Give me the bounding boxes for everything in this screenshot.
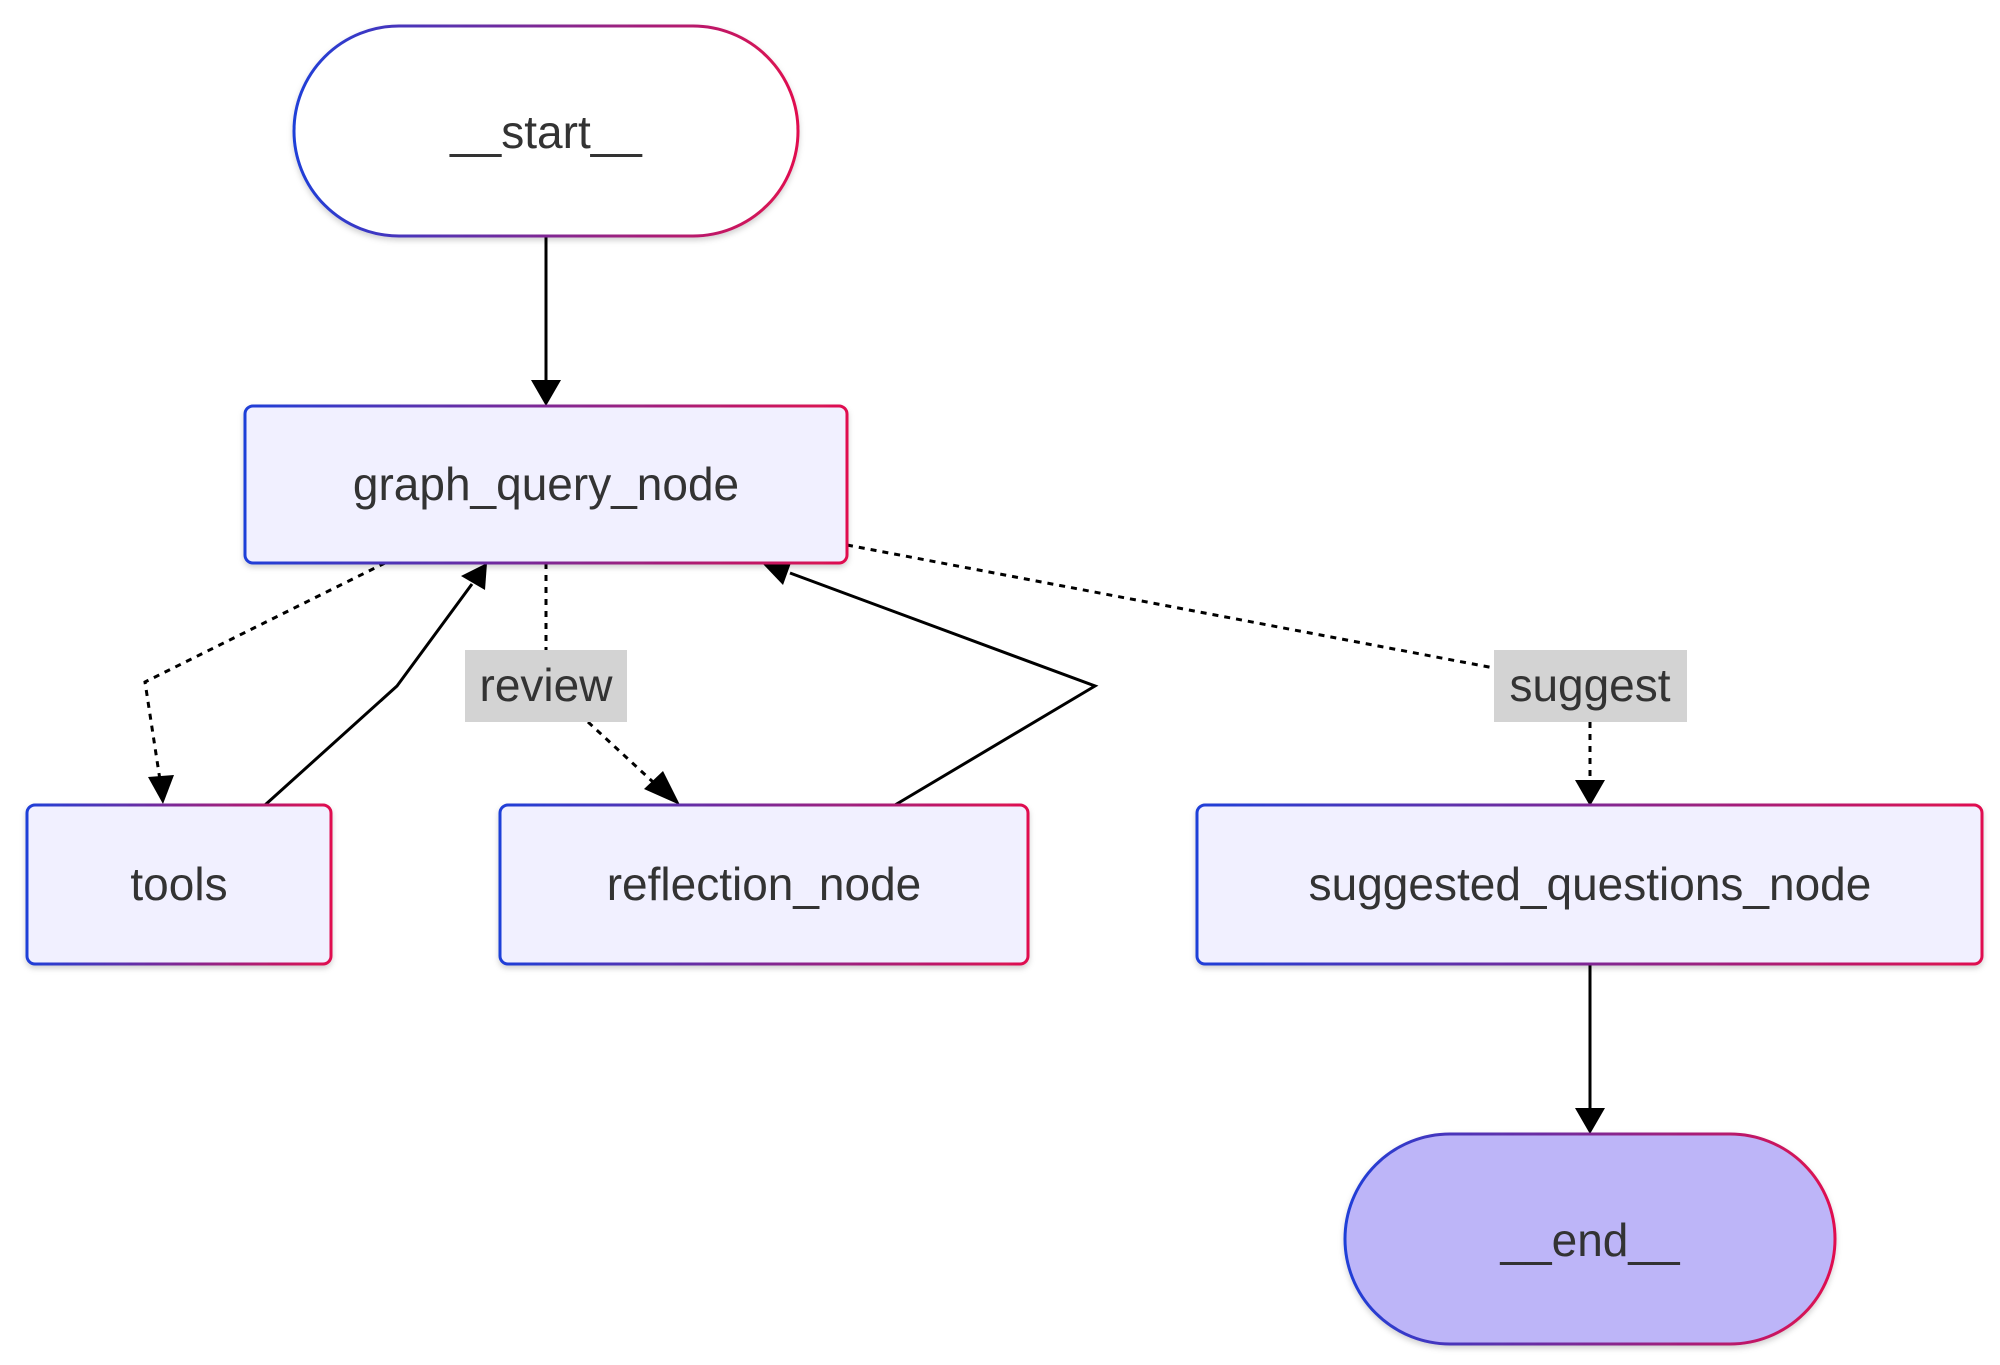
- arrowhead-tools-top: [148, 775, 174, 804]
- node-reflection-node[interactable]: reflection_node: [498, 803, 1030, 966]
- node-start-label: __start__: [449, 106, 643, 158]
- edge-tools-to-graph-query: [263, 583, 474, 807]
- node-reflection-node-label: reflection_node: [607, 858, 922, 910]
- arrowhead-graph-query-top: [531, 380, 561, 406]
- node-end[interactable]: __end__: [1343, 1132, 1837, 1346]
- edge-graph-query-to-suggest: [846, 543, 1495, 670]
- edge-review-to-reflection: [586, 720, 655, 784]
- edge-label-suggest: suggest: [1494, 650, 1687, 722]
- node-tools[interactable]: tools: [25, 803, 333, 966]
- node-start[interactable]: __start__: [292, 24, 800, 238]
- edge-graph-query-to-tools: [143, 561, 386, 781]
- arrowhead-graph-query-from-reflection: [763, 560, 792, 585]
- node-end-label: __end__: [1499, 1214, 1680, 1266]
- edge-reflection-to-graph-query: [789, 571, 1099, 807]
- edge-label-review: review: [465, 650, 627, 722]
- arrowhead-end-top: [1575, 1108, 1605, 1134]
- edge-label-review-text: review: [480, 659, 614, 711]
- node-graph-query-node[interactable]: graph_query_node: [243, 404, 849, 565]
- arrowhead-reflection-top: [644, 771, 680, 805]
- node-tools-label: tools: [130, 858, 227, 910]
- arrowhead-graph-query-from-tools: [461, 563, 487, 590]
- node-suggested-questions-node-label: suggested_questions_node: [1309, 858, 1872, 910]
- node-graph-query-node-label: graph_query_node: [353, 458, 739, 510]
- node-suggested-questions-node[interactable]: suggested_questions_node: [1195, 803, 1984, 966]
- arrowhead-suggested-questions-top: [1575, 780, 1605, 806]
- edge-label-suggest-text: suggest: [1509, 659, 1670, 711]
